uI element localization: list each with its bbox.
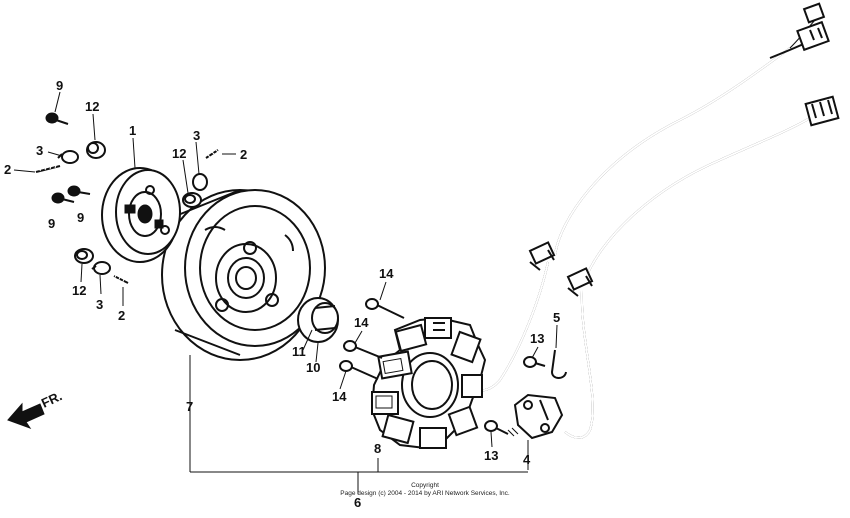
callout-9-mid-right: 9	[77, 210, 84, 225]
pulser-generator	[513, 393, 564, 440]
callout-4: 4	[523, 452, 531, 467]
spring-2-left	[35, 162, 61, 173]
bolt-13-lower	[484, 420, 519, 437]
callout-12-right: 12	[172, 146, 186, 161]
callout-5: 5	[553, 310, 560, 325]
front-label: FR.	[39, 388, 64, 410]
rubber-3-left	[57, 150, 79, 164]
front-arrow-icon	[7, 402, 45, 429]
callout-1: 1	[129, 123, 136, 138]
copyright-line-1: Copyright	[411, 482, 439, 489]
callout-13-lower: 13	[484, 448, 498, 463]
callout-14-middle: 14	[354, 315, 369, 330]
callout-labels: 9 12 1 3 2 9 9 3 12 2 12 3 2 11 10 14 14…	[4, 78, 560, 510]
callout-10: 10	[306, 360, 320, 375]
rubber-3-bottom	[91, 261, 111, 275]
callout-14-top: 14	[379, 266, 394, 281]
collar-12-upper-right	[182, 192, 202, 208]
stator	[370, 316, 487, 450]
callout-2-bottom: 2	[118, 308, 125, 323]
connector-upper	[769, 2, 830, 59]
wire-harness	[469, 2, 840, 439]
bolt-9-mid-right	[67, 185, 91, 197]
collar-12-top	[86, 141, 106, 159]
callout-9-mid-left: 9	[48, 216, 55, 231]
callout-2-right: 2	[240, 147, 247, 162]
callout-11: 11	[292, 344, 306, 359]
bolt-9-top	[45, 112, 69, 125]
bolt-14-top	[365, 298, 405, 319]
front-direction-indicator: FR.	[7, 388, 64, 429]
callout-3-bottom: 3	[96, 297, 103, 312]
callout-12-top: 12	[85, 99, 99, 114]
callout-8: 8	[374, 441, 381, 456]
collar-12-bottom	[74, 248, 94, 264]
bolt-14-middle	[343, 340, 383, 359]
callout-14-bottom: 14	[332, 389, 347, 404]
callout-12-bottom: 12	[72, 283, 86, 298]
callout-7: 7	[186, 399, 193, 414]
harness-clamp-upper	[528, 241, 556, 271]
callout-13-upper: 13	[530, 331, 544, 346]
bolt-13-upper	[523, 356, 546, 368]
callout-3-right: 3	[193, 128, 200, 143]
flywheel	[161, 189, 326, 361]
callout-2-left: 2	[4, 162, 11, 177]
spring-2-upper-right	[205, 148, 220, 159]
callout-3-left: 3	[36, 143, 43, 158]
harness-clamp-lower	[566, 267, 594, 297]
wire-clamp-5	[550, 349, 567, 379]
spring-2-bottom	[113, 274, 129, 285]
flange-nut	[297, 297, 339, 343]
fan-hub	[101, 167, 181, 263]
rubber-3-upper-right	[192, 173, 208, 191]
bolt-9-mid-left	[51, 192, 75, 204]
connector-lower	[804, 95, 840, 127]
copyright-notice: Copyright Page design (c) 2004 - 2014 by…	[340, 482, 510, 497]
callout-6: 6	[354, 495, 361, 510]
leader-lines	[13, 91, 558, 494]
copyright-line-2: Page design (c) 2004 - 2014 by ARI Netwo…	[340, 490, 510, 497]
bolt-14-bottom	[339, 360, 379, 380]
callout-9-top: 9	[56, 78, 63, 93]
